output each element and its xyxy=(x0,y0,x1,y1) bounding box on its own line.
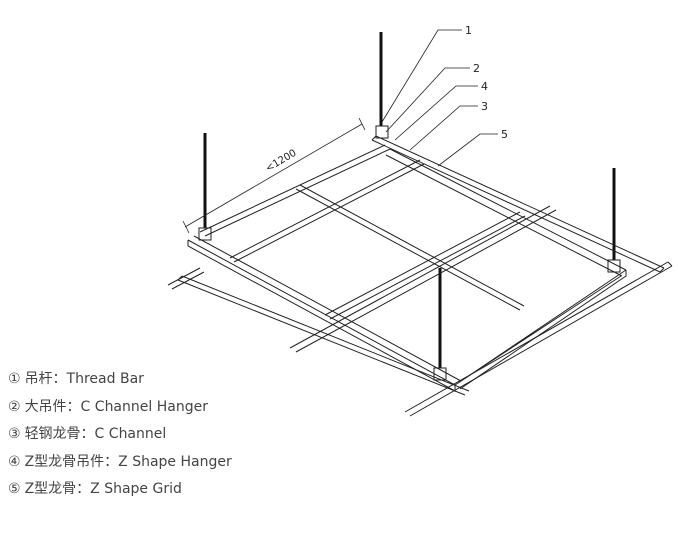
dimension-label: <1200 xyxy=(264,148,299,175)
leader-5 xyxy=(437,133,498,167)
legend-text: Z型龙骨：Z Shape Grid xyxy=(24,481,182,497)
dimension-tick-left xyxy=(182,220,190,234)
legend-number: ① xyxy=(8,371,21,387)
hangers xyxy=(198,125,621,381)
callout-1: 1 xyxy=(465,24,472,37)
c-channels xyxy=(177,135,665,396)
c-channel-back xyxy=(371,135,665,273)
dimension-tick-right xyxy=(358,117,366,131)
callout-5: 5 xyxy=(501,128,508,141)
legend-text: Z型龙骨吊件：Z Shape Hanger xyxy=(24,453,232,470)
legend-number: ② xyxy=(8,398,21,415)
z-shape-grid xyxy=(167,144,673,417)
dimension-line xyxy=(184,123,363,228)
callout-2: 2 xyxy=(473,62,480,75)
legend-text: 轻钢龙骨：C Channel xyxy=(24,426,167,442)
z-grid-runner-b xyxy=(289,205,557,353)
dimension xyxy=(182,117,366,234)
leader-3 xyxy=(409,105,478,151)
z-grid-edge-front xyxy=(454,269,627,386)
z-grid-cross-middle xyxy=(324,211,526,320)
callout-3: 3 xyxy=(481,100,488,113)
callout-leaders xyxy=(381,29,498,167)
hanger-block-back xyxy=(375,125,389,139)
z-grid-runner-c xyxy=(404,261,673,417)
legend-text: 吊杆：Thread Bar xyxy=(24,371,144,387)
leader-4 xyxy=(394,85,478,141)
leader-1 xyxy=(381,29,462,123)
z-grid-runner-a xyxy=(229,159,425,263)
legend-number: ⑤ xyxy=(8,481,21,497)
z-grid-edge-right xyxy=(385,148,627,390)
callout-4: 4 xyxy=(481,80,488,93)
legend-number: ④ xyxy=(8,453,21,470)
z-grid-cross-long xyxy=(295,184,525,311)
z-grid-edge-back xyxy=(199,144,391,237)
leader-2 xyxy=(385,67,470,133)
legend-number: ③ xyxy=(8,426,21,442)
legend-text: 大吊件：C Channel Hanger xyxy=(24,398,208,415)
z-grid-runner-d xyxy=(167,267,205,290)
